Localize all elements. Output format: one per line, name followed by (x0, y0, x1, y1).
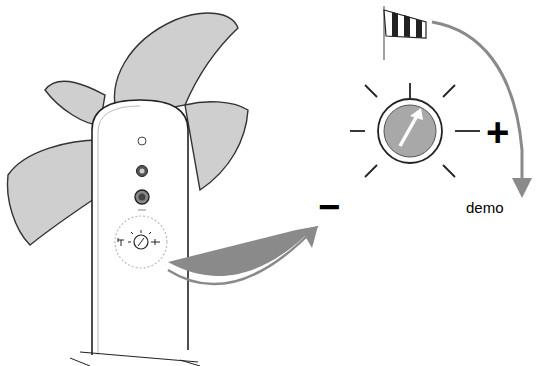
fan-body (70, 100, 200, 366)
zoom-arrow-head (168, 226, 318, 276)
demo-label: demo (466, 200, 504, 215)
control-dial (350, 83, 480, 177)
wind-sock (384, 6, 426, 60)
plus-sign: + (486, 112, 509, 152)
minus-sign: − (318, 188, 340, 226)
rotation-arrow-head (512, 178, 532, 198)
rotation-arrow (432, 22, 522, 180)
